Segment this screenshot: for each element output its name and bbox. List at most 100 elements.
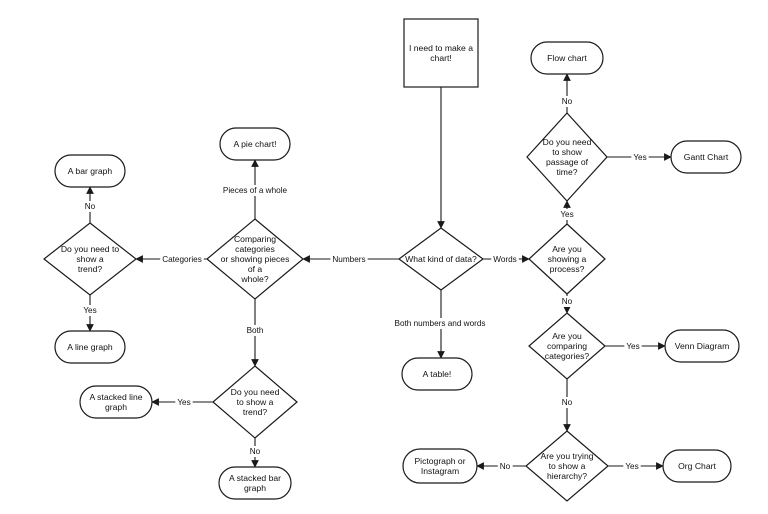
- node-label-line: A line graph: [67, 342, 113, 352]
- edge-label-text: No: [500, 462, 511, 471]
- edge-label-background: [160, 254, 204, 265]
- edge-label-text: Words: [493, 255, 517, 264]
- node-label-line: Instagram: [421, 466, 459, 476]
- node-label-line: Do you need to: [61, 244, 120, 254]
- edge-label-background: [244, 325, 266, 336]
- edge-label-hier-picto: No: [497, 461, 513, 472]
- node-label-line: graph: [105, 402, 127, 412]
- node-label-line: categories?: [545, 351, 590, 361]
- edge-label-text: Pieces of a whole: [223, 186, 288, 195]
- edge-label-background: [491, 254, 519, 265]
- node-venn: Venn Diagram: [664, 329, 740, 363]
- node-label-line: hierarchy?: [547, 471, 587, 481]
- node-pie: A pie chart!: [219, 127, 291, 161]
- node-label-line: Do you need: [543, 137, 592, 147]
- node-label-line: A bar graph: [68, 166, 113, 176]
- terminal-shape: [664, 329, 740, 363]
- node-flow: Flow chart: [530, 41, 604, 75]
- node-label-line: categories: [235, 244, 275, 254]
- edge-label-compare-trend1: Categories: [160, 254, 204, 265]
- node-label-line: A table!: [423, 369, 452, 379]
- node-line: A line graph: [54, 330, 126, 364]
- node-label-line: show a: [76, 254, 103, 264]
- decision-diamond: [206, 218, 304, 300]
- edge-label-text: Yes: [177, 398, 190, 407]
- terminal-shape: [530, 41, 604, 75]
- edge-label-trend2-stackedline: Yes: [175, 397, 193, 408]
- node-label-line: trend?: [243, 407, 268, 417]
- edge-label-text: Both: [247, 326, 264, 335]
- node-label-line: Do you need: [231, 387, 280, 397]
- edge-label-text: No: [562, 297, 573, 306]
- node-label-line: Org Chart: [678, 461, 716, 471]
- edge-label-kind-table: Both numbers and words: [392, 318, 488, 329]
- node-label-line: Are you: [552, 244, 582, 254]
- edge-label-compcat-venn: Yes: [624, 341, 642, 352]
- edge-label-time-flow: No: [559, 96, 575, 107]
- node-table: A table!: [401, 357, 473, 391]
- edge-label-text: Categories: [162, 255, 202, 264]
- terminal-shape: [218, 466, 292, 500]
- edge-label-text: Yes: [626, 342, 639, 351]
- terminal-shape: [401, 357, 473, 391]
- edge-label-background: [220, 185, 290, 196]
- edge-label-text: Numbers: [332, 255, 365, 264]
- node-label-line: Are you: [552, 331, 582, 341]
- edge-label-trend2-stackedbar: No: [247, 446, 263, 457]
- edge-label-text: Yes: [560, 210, 573, 219]
- node-label-line: A pie chart!: [234, 139, 277, 149]
- node-label-line: Comparing: [234, 234, 276, 244]
- node-label-line: or showing pieces: [221, 254, 290, 264]
- edge-label-background: [558, 209, 576, 220]
- node-label-line: Gantt Chart: [684, 152, 729, 162]
- decision-diamond: [525, 430, 609, 502]
- decision-diamond: [528, 223, 606, 295]
- node-label-line: Are you trying: [540, 451, 593, 461]
- decision-diamond: [528, 312, 606, 380]
- node-label-line: passage of: [546, 157, 589, 167]
- terminal-shape: [219, 127, 291, 161]
- node-label-line: to show a: [237, 397, 274, 407]
- edge-label-kind-compare: Numbers: [330, 254, 368, 265]
- edge-label-trend1-bar: No: [82, 201, 98, 212]
- decision-diamond: [212, 365, 298, 439]
- edge-label-background: [82, 201, 98, 212]
- edge-label-text: No: [85, 202, 96, 211]
- node-label-line: What kind of data?: [405, 254, 477, 264]
- edge-label-text: Yes: [633, 153, 646, 162]
- node-gantt: Gantt Chart: [670, 140, 742, 174]
- edge-label-time-gantt: Yes: [631, 152, 649, 163]
- terminal-shape: [79, 385, 153, 419]
- edge-label-trend1-line: Yes: [81, 305, 99, 316]
- terminal-shape: [54, 330, 126, 364]
- node-org: Org Chart: [662, 449, 732, 483]
- decision-diamond: [526, 112, 608, 202]
- edge-label-kind-process: Words: [491, 254, 519, 265]
- node-label-line: process?: [550, 264, 585, 274]
- edge-label-background: [392, 318, 488, 329]
- terminal-shape: [54, 154, 126, 188]
- node-label-line: Venn Diagram: [675, 341, 729, 351]
- terminal-shape: [670, 140, 742, 174]
- terminal-shape: [402, 448, 478, 484]
- node-label-line: Pictograph or: [414, 456, 465, 466]
- edge-label-background: [559, 96, 575, 107]
- node-label-line: showing a: [548, 254, 587, 264]
- edge-label-background: [631, 152, 649, 163]
- edge-label-background: [497, 461, 513, 472]
- edge-label-text: No: [562, 97, 573, 106]
- edge-label-background: [559, 397, 575, 408]
